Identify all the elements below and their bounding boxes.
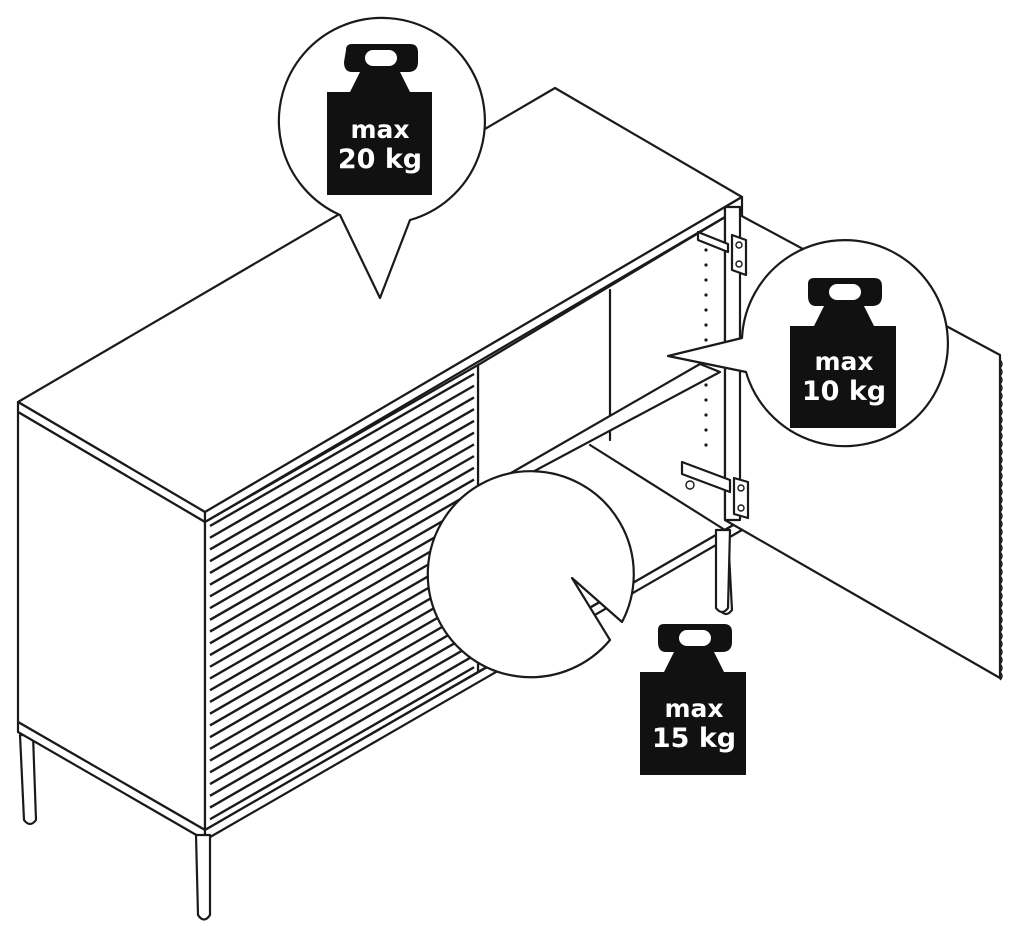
door-rib xyxy=(209,431,475,586)
door-rib-tooth xyxy=(999,551,1003,561)
door-rib-tooth xyxy=(999,639,1003,649)
door-rib-tooth xyxy=(999,511,1003,521)
door-rib-tooth xyxy=(999,527,1003,537)
door-rib xyxy=(209,384,475,539)
door-rib-tooth xyxy=(999,471,1003,481)
weight-label-value: 10 kg xyxy=(802,376,886,407)
door-rib xyxy=(209,584,475,739)
door-rib-tooth xyxy=(999,439,1003,449)
leg-front-right xyxy=(714,528,732,614)
door-rib-tooth xyxy=(999,519,1003,529)
leg-front-left xyxy=(194,833,212,921)
door-rib-tooth xyxy=(999,447,1003,457)
door-rib xyxy=(209,466,475,621)
door-rib-tooth xyxy=(999,615,1003,625)
door-rib-tooth xyxy=(999,647,1003,657)
door-rib-tooth xyxy=(999,463,1003,473)
door-rib-tooth xyxy=(999,663,1003,673)
door-rib-teeth xyxy=(999,359,1003,681)
door-rib xyxy=(209,455,475,610)
door-rib xyxy=(209,595,475,750)
weight-label-max: max xyxy=(664,694,723,723)
door-rib xyxy=(209,619,475,774)
door-rib-tooth xyxy=(999,631,1003,641)
weight-icon: max 20 kg xyxy=(327,44,432,195)
door-rib xyxy=(209,501,475,657)
door-rib-tooth xyxy=(999,503,1003,513)
door-rib xyxy=(209,419,475,574)
weight-label-value: 15 kg xyxy=(652,723,736,754)
door-rib-tooth xyxy=(999,407,1003,417)
callout-bottom: max 15 kg xyxy=(426,470,746,775)
door-rib-tooth xyxy=(999,367,1003,377)
weight-label-value: 20 kg xyxy=(338,144,422,175)
door-rib xyxy=(209,642,475,797)
door-rib-tooth xyxy=(999,391,1003,401)
door-rib xyxy=(209,478,475,633)
shelf-pin-holes xyxy=(704,248,708,447)
door-rib-tooth xyxy=(999,359,1003,369)
weight-label-max: max xyxy=(350,115,409,144)
door-rib xyxy=(209,513,475,668)
door-rib-tooth xyxy=(999,575,1003,585)
weight-icon: max 15 kg xyxy=(640,624,746,775)
door-rib xyxy=(209,396,475,551)
door-rib-tooth xyxy=(999,415,1003,425)
door-rib-tooth xyxy=(999,671,1003,681)
door-rib-tooth xyxy=(999,567,1003,577)
door-rib xyxy=(209,408,475,563)
door-rib-tooth xyxy=(999,655,1003,665)
door-rib-tooth xyxy=(999,375,1003,385)
door-rib-tooth xyxy=(999,535,1003,545)
callout-top: max 20 kg xyxy=(277,16,486,300)
hinge-bottom xyxy=(680,460,750,520)
door-rib-tooth xyxy=(999,591,1003,601)
door-rib-tooth xyxy=(999,431,1003,441)
leg-back-left xyxy=(18,733,38,826)
door-rib xyxy=(209,666,475,821)
weight-icon: max 10 kg xyxy=(790,278,896,428)
door-rib-tooth xyxy=(999,487,1003,497)
door-rib-tooth xyxy=(999,607,1003,617)
door-rib-tooth xyxy=(999,599,1003,609)
door-rib-tooth xyxy=(999,495,1003,505)
compartment-floor xyxy=(588,443,727,532)
door-rib-tooth xyxy=(999,559,1003,569)
door-rib xyxy=(209,372,475,528)
door-rib xyxy=(209,607,475,762)
door-rib xyxy=(209,654,475,809)
door-rib-tooth xyxy=(999,623,1003,633)
weight-label-max: max xyxy=(814,347,873,376)
door-ribs xyxy=(209,372,475,821)
door-rib-tooth xyxy=(999,399,1003,409)
hinge-top xyxy=(696,230,748,277)
door-rib-tooth xyxy=(999,455,1003,465)
door-rib-tooth xyxy=(999,383,1003,393)
door-rib-tooth xyxy=(999,479,1003,489)
door-rib-tooth xyxy=(999,423,1003,433)
door-rib-tooth xyxy=(999,583,1003,593)
door-rib xyxy=(209,443,475,598)
door-rib xyxy=(209,631,475,786)
door-rib xyxy=(209,490,475,645)
callout-shelf: max 10 kg xyxy=(666,239,949,448)
door-rib-tooth xyxy=(999,543,1003,553)
